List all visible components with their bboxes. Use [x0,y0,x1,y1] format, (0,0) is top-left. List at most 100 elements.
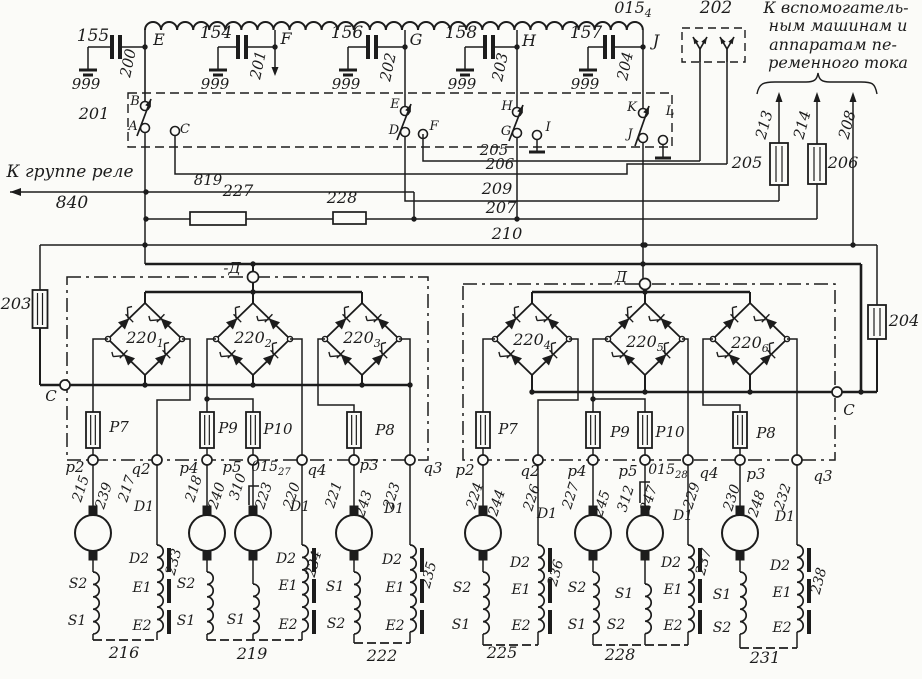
label-text: S1 [177,613,196,629]
label-text: 240 [205,481,229,512]
label-text: 220 [233,328,265,347]
label-wire-221: 221 [322,480,346,511]
label-text: p3 [359,456,378,474]
label-text: D2 [660,555,681,571]
label-text: 215 [69,474,93,505]
label-text: 157 [570,23,603,43]
label-bridge-220-6: 2206 [730,333,769,355]
label-fuse-p9-l: P9 [217,419,238,437]
label-coil-d2-2: D2 [275,551,296,567]
label-term-p3-l: p3 [359,456,378,474]
label-coil-e2-6: E2 [771,620,791,636]
thyristor-icon [611,349,636,366]
label-text: q3 [813,467,832,485]
label-text: 218 [182,474,206,505]
label-text: E1 [771,585,791,601]
label-text: D2 [381,552,402,568]
label-wire-202: 202 [376,51,400,84]
label-node-c-left: C [45,387,57,405]
label-bridge-220-3: 2203 [342,328,381,350]
label-coil-d1-3: D1 [383,501,404,517]
thyristor-icon [617,305,634,330]
label-text: p2 [455,461,474,479]
label-res-205: 205 [731,153,763,172]
label-text: 248 [745,489,769,520]
label-text: D2 [275,551,296,567]
thyristor-icon [654,341,671,366]
label-coil-s1-2: S1 [177,613,196,629]
thyristor-icon [541,341,558,366]
thyristor-icon [328,349,353,366]
label-text: J [650,31,661,50]
thyristor-icon [256,313,281,330]
label-gnd-999-4: 999 [448,75,477,93]
label-text: C [180,122,190,137]
label-coil-s1-5: S1 [568,617,587,633]
label-coil-e2-2: E2 [277,617,297,633]
label-text: 239 [92,481,116,512]
label-wire-248: 248 [745,489,769,520]
fuse-p10-left [245,411,261,449]
label-text: 207 [485,198,517,217]
label-text: 202 [376,51,400,84]
label-bus-210: 210 [491,224,523,243]
label-term-q4-r: q4 [699,464,718,482]
label-text: E2 [510,618,530,634]
label-wire-240: 240 [205,481,229,512]
label-contact-b: B [129,94,140,109]
label-bus-209: 209 [481,179,513,198]
label-text: E1 [662,582,682,598]
thyristor-icon [225,305,242,330]
label-text: 234 [303,549,326,580]
label-coil-d1-2: D1 [289,499,310,515]
label-coil-d1-1: D1 [133,499,154,515]
fuse-p7-right [475,411,491,449]
label-text: D2 [769,558,790,574]
label-text: 220 [512,330,544,349]
traction-motor [234,505,272,561]
label-term-p3-r: p3 [746,465,765,483]
label-fuse-p10-l: P10 [262,420,293,438]
thyristor-icon [504,305,521,330]
label-text: 221 [322,480,346,511]
label-relay-text: К группе реле [5,162,133,182]
label-coil-d1-6: D1 [774,509,795,525]
label-subscript: 28 [674,470,688,481]
label-bridge-220-2: 2202 [233,328,272,350]
label-text: ным машинам и [769,16,908,35]
label-text: D [388,123,400,138]
label-text: E2 [771,620,791,636]
label-term-q2-l: q2 [131,460,150,478]
label-text: 310 [226,472,250,502]
thyristor-icon [365,313,390,330]
label-text: A [127,119,137,134]
label-subscript: 4 [644,7,652,20]
label-gnd-999-1: 999 [72,75,101,93]
label-contact-h: H [500,99,513,114]
label-coil-d2-4: D2 [509,555,530,571]
traction-motor [335,505,373,561]
label-contact-d: D [388,123,400,138]
label-fuse-p9-r: P9 [609,423,630,441]
label-text: 015 [614,0,645,17]
thyristor-icon [371,341,388,366]
label-fuse-p7-l: P7 [108,418,129,436]
label-subscript: 3 [374,337,381,350]
label-text: p5 [618,462,637,480]
label-bus-222: 222 [366,646,398,665]
label-text: P7 [497,420,518,438]
label-text: D1 [672,508,693,524]
label-wire-227: 227 [559,481,583,512]
label-coil-s1-6: S1 [713,587,732,603]
label-num-015-4: 0154 [614,0,652,20]
label-bus-231: 231 [749,648,781,667]
label-coil-s1-4: S1 [452,617,471,633]
label-text: 205 [731,153,763,172]
label-text: p4 [567,462,586,480]
label-aux-text-4: ременного тока [768,53,908,72]
label-num-228: 228 [326,188,358,207]
label-subscript: 1 [157,337,164,350]
label-coil-s2-1: S2 [69,576,88,592]
label-text: 158 [445,23,478,43]
